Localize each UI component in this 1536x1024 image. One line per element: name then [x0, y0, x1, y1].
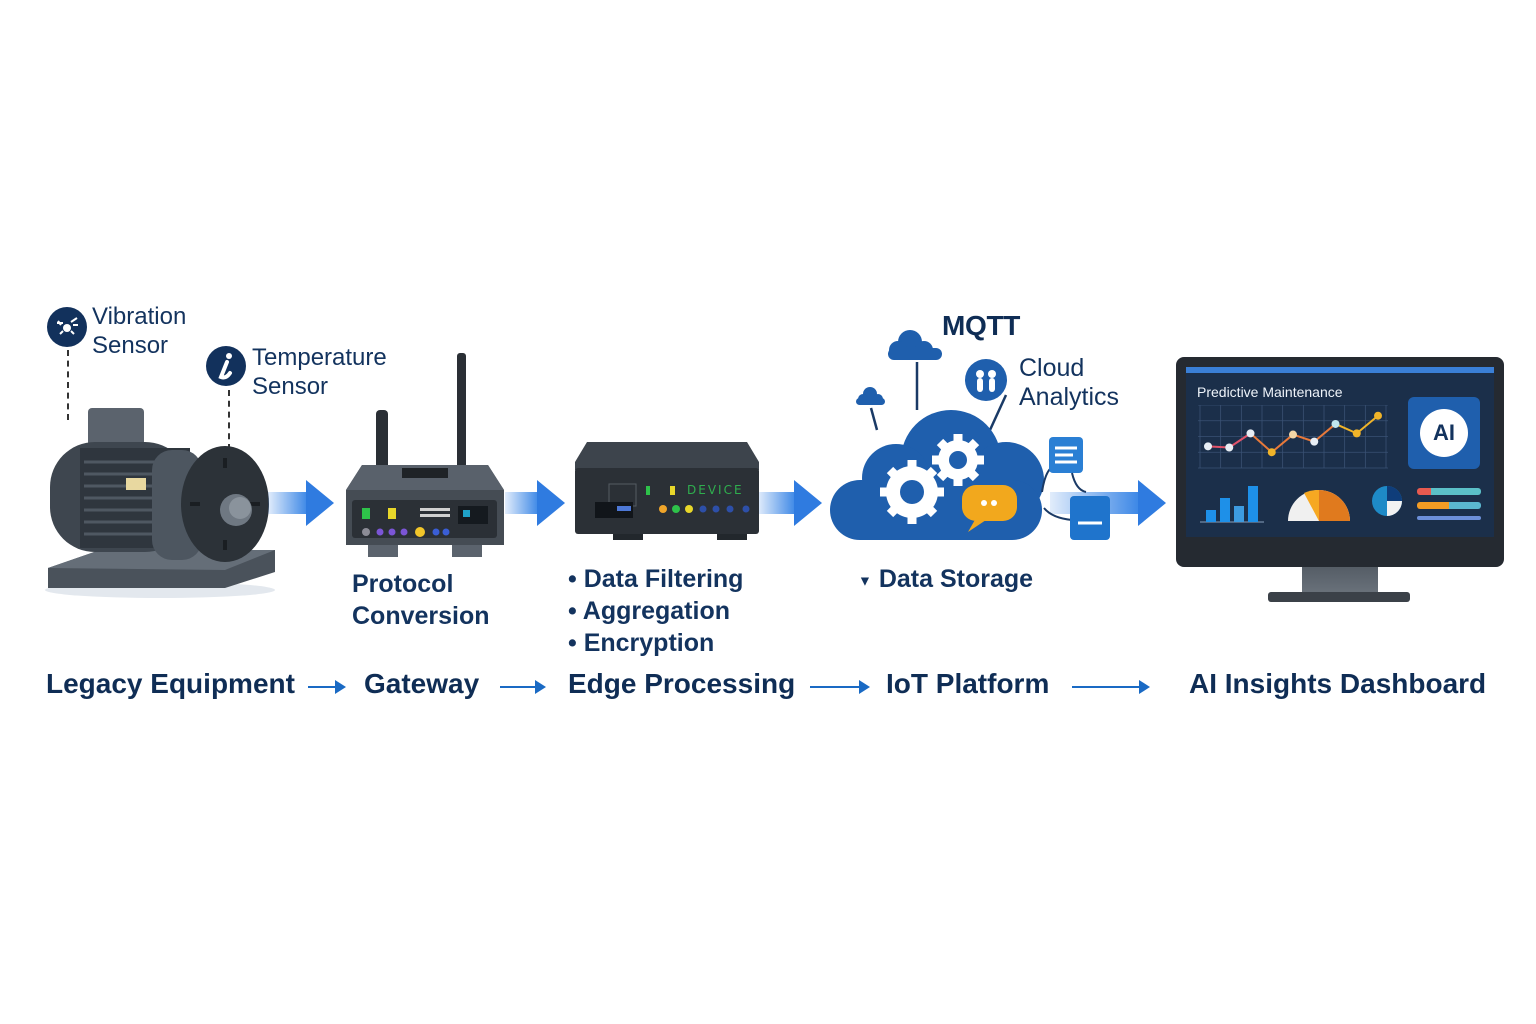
edge-device-illustration: DEVICE: [575, 440, 760, 540]
data-storage-bullet-icon: ▼: [858, 572, 872, 589]
analytics-line2: Analytics: [1019, 383, 1120, 411]
trend-point: [1267, 448, 1276, 457]
temperature-sensor-icon: [206, 346, 246, 386]
bar: [1234, 506, 1244, 522]
temperature-sensor-label: Temperature Sensor: [252, 343, 387, 401]
vibration-label-line1: Vibration: [92, 303, 187, 330]
trend-segment: [1356, 414, 1379, 435]
ai-badge-text: AI: [1433, 420, 1455, 445]
trend-point: [1352, 429, 1361, 438]
temperature-connector: [228, 390, 230, 450]
edge-device-text: DEVICE: [687, 483, 744, 497]
mini-bar-chart: [1200, 486, 1264, 523]
trend-segment: [1271, 433, 1294, 453]
iot-cloud-illustration: [830, 330, 1110, 540]
cloud-analytics-label: Cloud Analytics: [1019, 354, 1119, 412]
vibration-label-line2: Sensor: [92, 332, 169, 359]
bar: [1206, 510, 1216, 522]
temperature-label-line1: Temperature: [252, 344, 387, 371]
stage-legacy-equipment: Legacy Equipment: [46, 668, 295, 699]
trend-point: [1331, 419, 1340, 428]
trend-segment: [1228, 432, 1252, 449]
trend-point: [1225, 443, 1234, 452]
trend-point: [1204, 442, 1212, 451]
flow-arrow-3: [810, 680, 870, 694]
monitor-stand-neck: [1302, 567, 1378, 595]
arrow-motor-to-gateway: [268, 480, 334, 526]
arrow-edge-to-cloud: [758, 480, 822, 526]
trend-segment: [1313, 423, 1337, 443]
analytics-line1: Cloud: [1019, 354, 1085, 382]
vibration-sensor-icon: [47, 307, 87, 347]
monitor-stand-base: [1268, 592, 1410, 602]
ai-badge: AI: [1408, 397, 1480, 469]
arrow-gateway-to-edge: [505, 480, 565, 526]
stage-ai-insights-dashboard: AI Insights Dashboard: [1189, 668, 1487, 699]
vibration-connector: [67, 350, 69, 420]
vibration-sensor-label: Vibration Sensor: [92, 302, 186, 360]
bar: [1248, 486, 1258, 522]
gateway-description: Protocol Conversion: [352, 568, 490, 632]
trend-line-chart: [1198, 405, 1388, 469]
dashboard-title: Predictive Maintenance: [1197, 384, 1343, 400]
electric-motor-illustration: [45, 408, 275, 598]
screen-titlebar: [1186, 367, 1494, 373]
metric-bars: [1417, 488, 1481, 520]
mqtt-label: MQTT: [942, 310, 1021, 341]
edge-feature-item: Encryption: [568, 627, 743, 659]
flow-arrow-2: [500, 680, 546, 694]
trend-point: [1374, 411, 1382, 420]
pie-chart-icon: [1372, 486, 1402, 516]
bar: [1220, 498, 1230, 522]
trend-point: [1246, 429, 1255, 438]
flow-arrow-4: [1072, 680, 1150, 694]
gateway-desc-line1: Protocol: [352, 570, 454, 598]
flow-arrow-1: [308, 680, 346, 694]
data-storage-label: ▼ Data Storage: [858, 563, 1033, 596]
gauge-chart: [1288, 489, 1350, 521]
temperature-label-line2: Sensor: [252, 373, 329, 400]
stage-edge-processing: Edge Processing: [568, 668, 796, 699]
dashboard-screen: Predictive Maintenance AI: [1186, 367, 1494, 537]
edge-feature-item: Aggregation: [568, 595, 743, 627]
dashboard-monitor: Predictive Maintenance AI: [1176, 357, 1504, 567]
data-storage-text: Data Storage: [878, 565, 1034, 593]
edge-feature-item: Data Filtering: [568, 563, 744, 595]
trend-point: [1289, 430, 1297, 439]
trend-segment: [1249, 432, 1273, 453]
trend-point: [1310, 437, 1319, 446]
gateway-desc-line2: Conversion: [352, 602, 490, 630]
edge-processing-features: Data Filtering Aggregation Encryption: [568, 563, 744, 659]
gateway-router-illustration: [346, 353, 504, 557]
stage-iot-platform: IoT Platform: [886, 668, 1050, 699]
stage-gateway: Gateway: [364, 668, 480, 699]
